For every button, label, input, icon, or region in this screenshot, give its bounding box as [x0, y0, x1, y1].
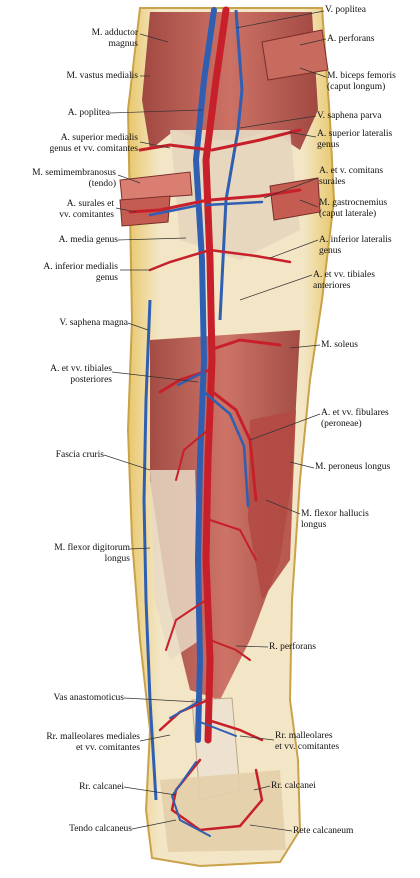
label-calcanei-left: Rr. calcanei: [79, 782, 124, 792]
label-soleus: M. soleus: [321, 340, 358, 350]
artery-trunk: [202, 6, 230, 744]
peroneus: [248, 410, 296, 600]
label-semimembranosus: M. semimembranosus(tendo): [32, 168, 116, 189]
label-poplitea-artery: A. poplitea: [67, 108, 110, 118]
label-saphena-parva: V. saphena parva: [317, 111, 382, 121]
label-biceps-femoris: M. biceps femoris(caput longum): [327, 71, 396, 92]
vein-saphena-parva: [218, 9, 244, 321]
heel: [160, 770, 286, 852]
label-tendo-calcaneus: Tendo calcaneus: [69, 824, 132, 834]
label-rete-calcaneum: Rete calcaneum: [293, 826, 354, 836]
label-fascia-cruris: Fascia cruris: [55, 450, 104, 460]
label-vas-anastomoticus: Vas anastomoticus: [53, 693, 124, 703]
vessel-branches: [128, 128, 302, 837]
label-saphena-magna: V. saphena magna: [59, 318, 128, 328]
label-calcanei-right: Rr. calcanei: [271, 781, 316, 791]
thigh-muscles: [142, 12, 318, 150]
leader-lines: [103, 10, 327, 832]
label-fibulares: A. et vv. fibulares(peroneae): [321, 408, 389, 429]
label-r-perforans: R. perforans: [269, 642, 316, 652]
label-vastus: M. vastus medialis: [66, 71, 138, 81]
label-gastrocnemius: M. gastrocnemius(caput laterale): [319, 198, 388, 219]
label-vena-poplitea: V. poplitea: [325, 5, 366, 15]
vein-trunk: [192, 7, 217, 743]
label-perforans-top: A. perforans: [327, 34, 375, 44]
semimembranosus-flap: [119, 171, 193, 201]
gastrocnemius-flap-right: [269, 177, 321, 221]
label-peroneus-longus: M. peroneus longus: [315, 462, 391, 472]
vein-saphena-magna: [142, 299, 158, 801]
label-media-genus: A. media genus: [58, 235, 118, 245]
